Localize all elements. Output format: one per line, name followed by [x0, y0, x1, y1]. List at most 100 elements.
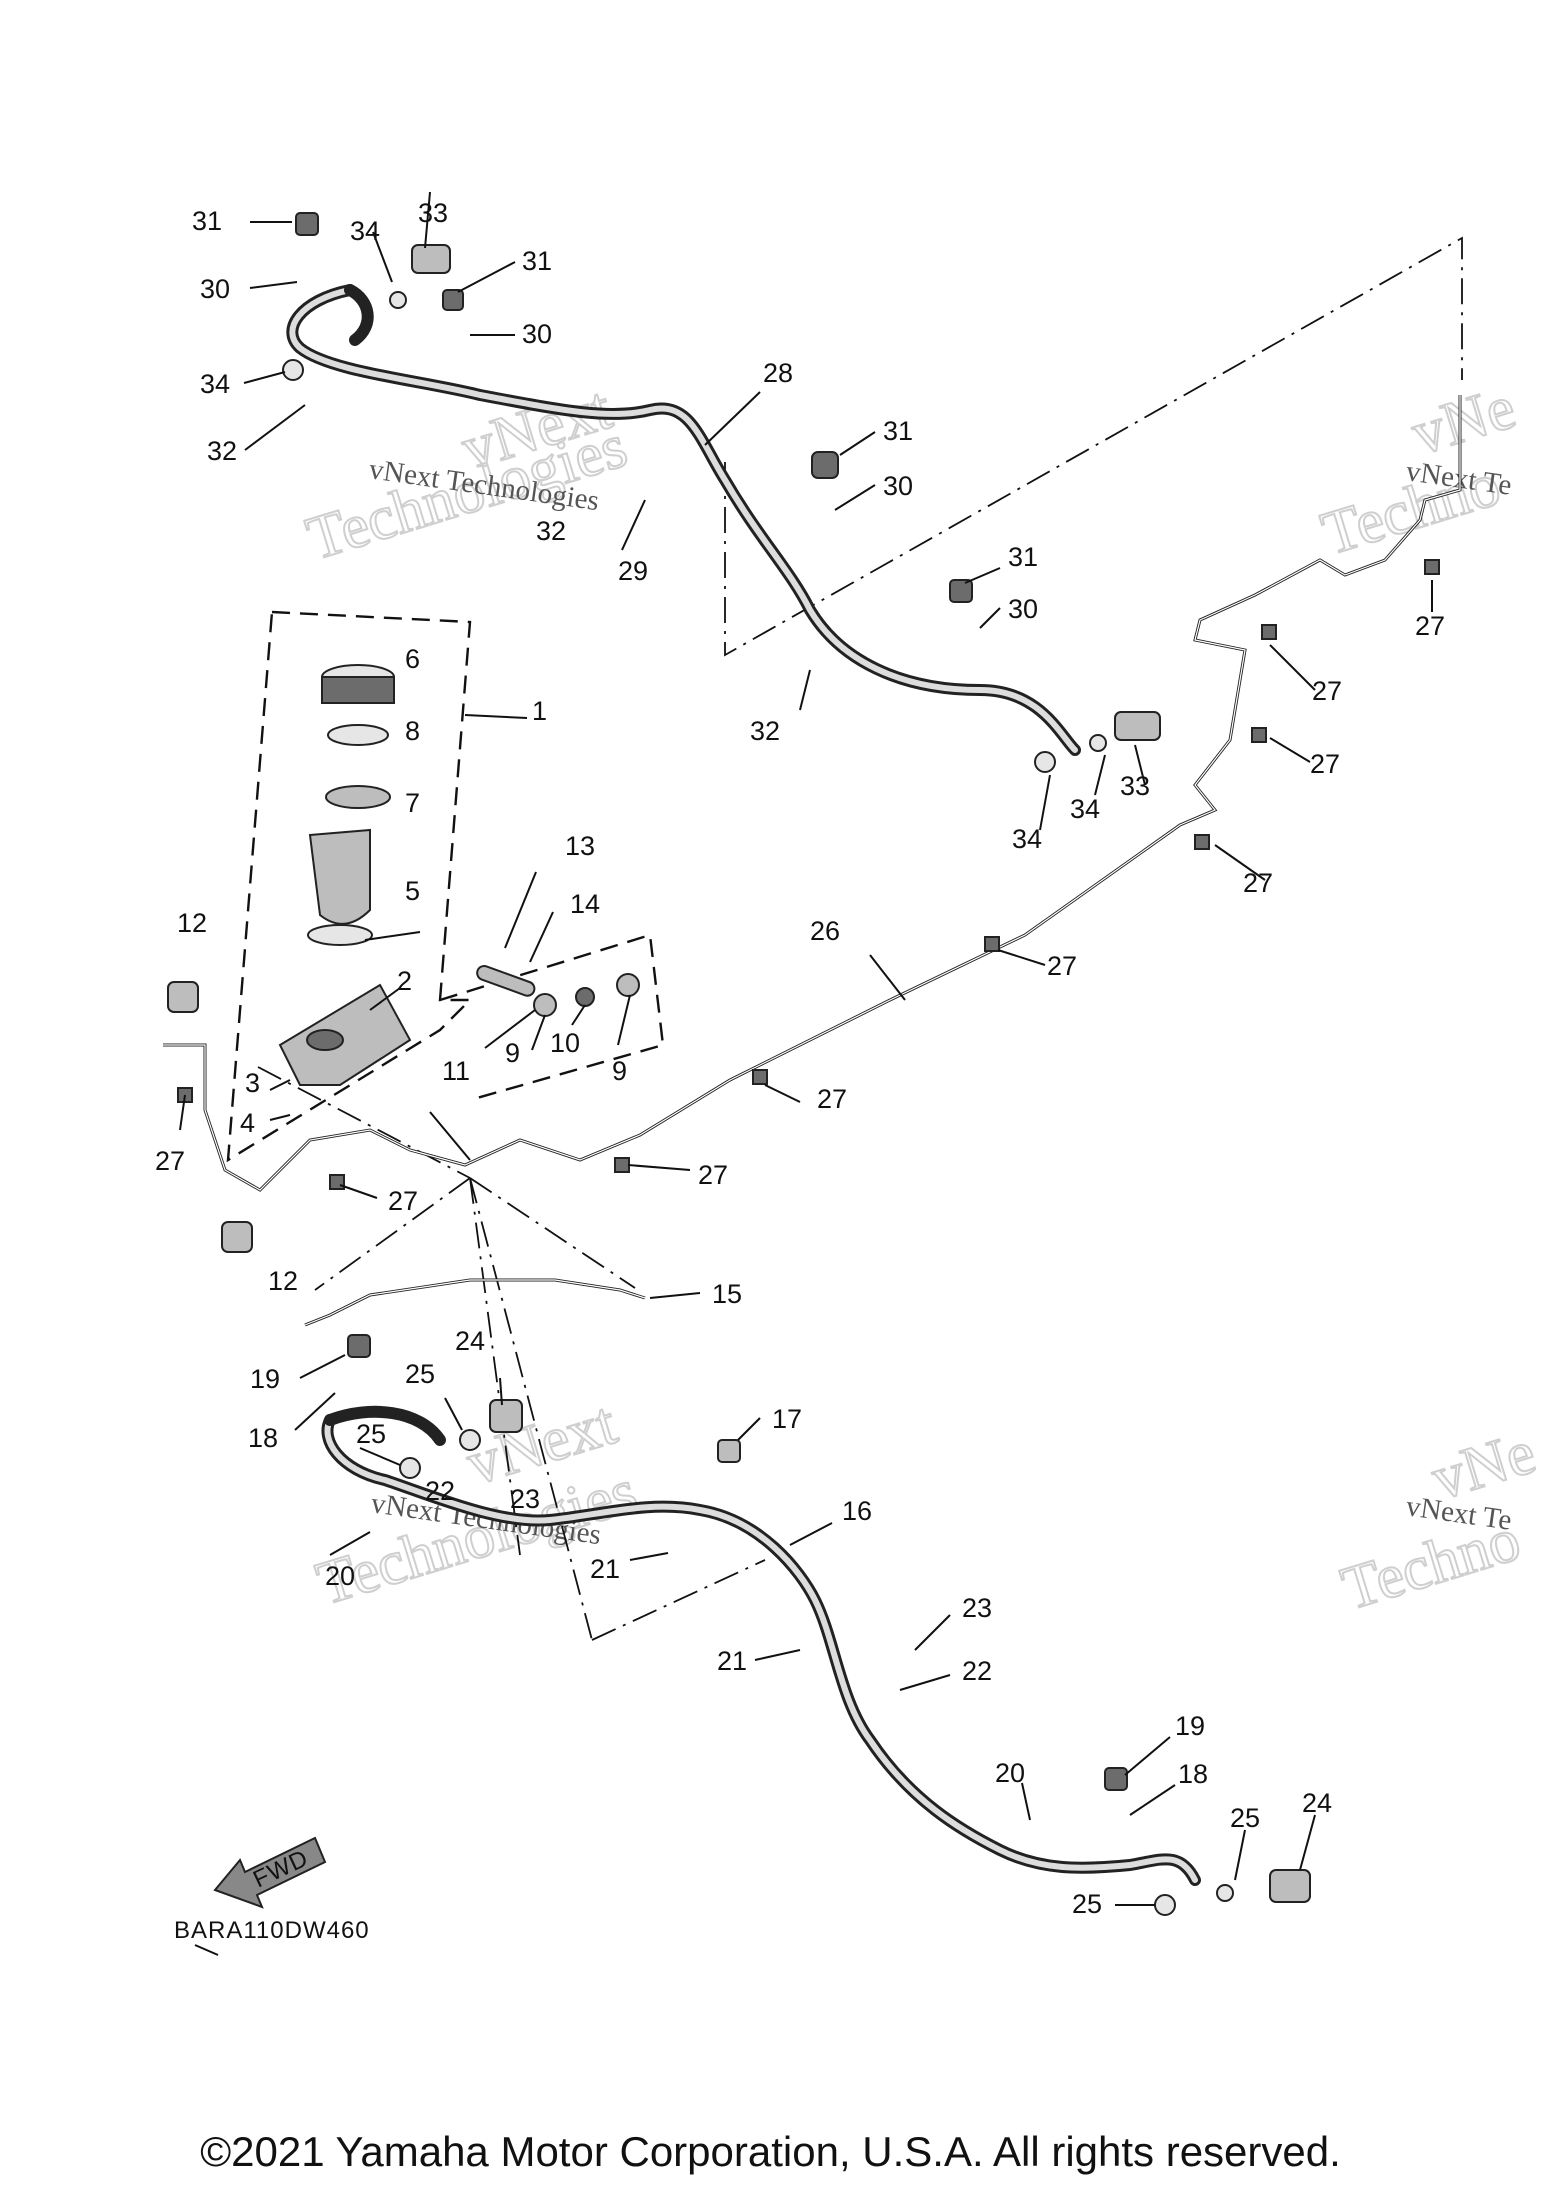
callout: 24 — [1302, 1788, 1332, 1818]
callout: 19 — [250, 1364, 280, 1394]
bolt-31-a — [295, 212, 319, 236]
callout: 16 — [842, 1496, 872, 1526]
bolt-19-b — [1104, 1767, 1128, 1791]
callout: 22 — [425, 1476, 455, 1506]
master-cylinder-kit-box — [226, 610, 665, 1163]
hose-clamp — [307, 924, 373, 946]
callout: 33 — [418, 198, 448, 228]
fwd-arrow: FWD — [213, 1836, 327, 1909]
callout: 1 — [532, 696, 547, 726]
callout: 10 — [550, 1028, 580, 1058]
callout: 17 — [772, 1404, 802, 1434]
callout: 20 — [325, 1561, 355, 1591]
gasket-25-d — [399, 1457, 421, 1479]
master-cylinder — [278, 983, 412, 1086]
callout: 27 — [698, 1160, 728, 1190]
clamp-27 — [614, 1157, 630, 1173]
callout: 34 — [1012, 824, 1042, 854]
callout: 25 — [356, 1419, 386, 1449]
leader-lines — [179, 191, 1433, 1956]
callout: 27 — [817, 1084, 847, 1114]
gasket-34-b — [282, 359, 304, 381]
master-cylinder-port — [306, 1029, 344, 1051]
diagram-code: BARA110DW460 — [174, 1917, 370, 1944]
callout: 18 — [1178, 1759, 1208, 1789]
reference-lines — [257, 236, 1463, 1641]
nut-9-left — [533, 993, 557, 1017]
bolt-31-c — [811, 451, 839, 479]
callout: 18 — [248, 1423, 278, 1453]
callout: 12 — [268, 1266, 298, 1296]
fwd-label: FWD — [249, 1845, 313, 1894]
callout: 34 — [1070, 794, 1100, 824]
reservoir-tank — [308, 828, 371, 925]
clamp-27 — [329, 1174, 345, 1190]
callout: 11 — [442, 1056, 470, 1086]
clamp-27 — [984, 936, 1000, 952]
clamp-27 — [1261, 624, 1277, 640]
callout: 24 — [455, 1326, 485, 1356]
callout: 25 — [1072, 1889, 1102, 1919]
callout: 31 — [192, 206, 222, 236]
upper-brake-hose — [286, 284, 1081, 756]
callout: 23 — [962, 1593, 992, 1623]
clamp-27 — [1424, 559, 1440, 575]
clamp-27 — [752, 1069, 768, 1085]
watermark-group: vNext Technologies vNext Technologies vN… — [298, 372, 1541, 1624]
callout: 3 — [245, 1068, 260, 1098]
callout: 21 — [590, 1554, 620, 1584]
callout: 15 — [712, 1279, 742, 1309]
watermark-vnext-right: vNe — [1404, 373, 1523, 468]
callout: 19 — [1175, 1711, 1205, 1741]
brake-pipe-15 — [304, 1278, 646, 1327]
clamp-27 — [1251, 727, 1267, 743]
brake-pipe — [163, 395, 1462, 1192]
callout: 31 — [522, 246, 552, 276]
callout: 30 — [200, 274, 230, 304]
callout: 32 — [750, 716, 780, 746]
callout: 2 — [397, 966, 412, 996]
bolt-31-b — [442, 289, 464, 311]
callout: 27 — [1312, 676, 1342, 706]
gasket-25-b — [1154, 1894, 1176, 1916]
callout: 34 — [350, 216, 380, 246]
callout: 22 — [962, 1656, 992, 1686]
callout: 30 — [522, 319, 552, 349]
diaphragm — [325, 785, 391, 809]
callout: 7 — [405, 788, 420, 818]
callout: 27 — [1047, 951, 1077, 981]
callout: 32 — [536, 516, 566, 546]
callout: 27 — [1310, 749, 1340, 779]
nut-9-right — [616, 973, 640, 997]
callout: 6 — [405, 644, 420, 674]
callout: 25 — [1230, 1803, 1260, 1833]
bolt-19-a — [347, 1334, 371, 1358]
callout: 31 — [883, 416, 913, 446]
bolt-12-upper — [167, 981, 199, 1013]
callout: 21 — [717, 1646, 747, 1676]
callout: 13 — [565, 831, 595, 861]
callout: 8 — [405, 716, 420, 746]
callout: 23 — [510, 1484, 540, 1514]
callout: 33 — [1120, 771, 1150, 801]
plate — [327, 724, 389, 746]
callout: 14 — [570, 889, 600, 919]
copyright-notice: ©2021 Yamaha Motor Corporation, U.S.A. A… — [200, 2128, 1341, 2175]
callout: 29 — [618, 556, 648, 586]
callout: 28 — [763, 358, 793, 388]
callout-labels: 31 33 34 30 31 30 34 32 28 31 30 32 29 3… — [155, 198, 1445, 1919]
callout: 20 — [995, 1758, 1025, 1788]
callout: 4 — [240, 1108, 255, 1138]
callout: 9 — [505, 1038, 520, 1068]
callout: 30 — [883, 471, 913, 501]
gasket-34-d — [1089, 734, 1107, 752]
lower-brake-hose — [321, 1405, 1201, 1886]
bolt-17 — [717, 1439, 741, 1463]
union-bolt-33-b — [1114, 711, 1161, 741]
nut-10 — [575, 987, 595, 1007]
bolt-31-d — [949, 579, 973, 603]
union-bolt-24-b — [1269, 1869, 1311, 1903]
callout: 27 — [1243, 868, 1273, 898]
callout: 34 — [200, 369, 230, 399]
